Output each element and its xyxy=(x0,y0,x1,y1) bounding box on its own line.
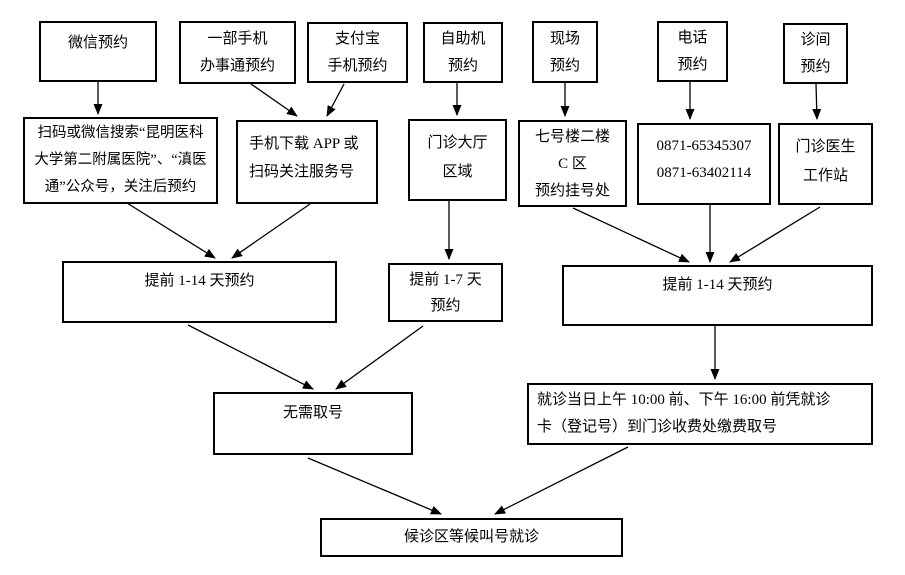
node-label: 预约 xyxy=(549,58,580,74)
node-label: 预约 xyxy=(800,59,831,75)
arrow-paytake-to-waiting xyxy=(494,446,629,515)
node-wechat-public-account: 扫码或微信搜索“昆明医科 大学第二附属医院”、“滇医 通”公众号，关注后预约 xyxy=(23,117,218,204)
node-label: 预约 xyxy=(677,57,708,73)
node-advance-1-14-days-left: 提前 1-14 天预约 xyxy=(62,261,337,323)
node-pay-and-take-number: 就诊当日上午 10:00 前、下午 16:00 前凭就诊 卡（登记号）到门诊收费… xyxy=(527,383,873,445)
arrow-alipay-to-appdownload xyxy=(326,83,345,117)
node-label: 手机预约 xyxy=(327,58,388,74)
node-label: 七号楼二楼 xyxy=(534,129,610,145)
node-kiosk-booking: 自助机 预约 xyxy=(423,22,503,83)
node-registration-desk: 七号楼二楼 C 区 预约挂号处 xyxy=(518,120,627,207)
node-label: 0871-65345307 xyxy=(656,138,752,154)
node-label: 门诊医生 xyxy=(795,139,856,155)
arrow-citizenapp-to-appdownload xyxy=(250,83,298,117)
node-label: 工作站 xyxy=(802,168,848,184)
node-onsite-booking: 现场 预约 xyxy=(532,21,598,83)
node-label: 手机下载 APP 或 xyxy=(249,136,359,152)
arrow-advance14left-to-noticket xyxy=(187,324,314,390)
node-label: C 区 xyxy=(558,156,587,172)
node-phone-numbers: 0871-65345307 0871-63402114 xyxy=(637,123,771,205)
arrow-desk-to-advance14right xyxy=(572,207,690,263)
node-label: 诊间 xyxy=(800,32,831,48)
node-doctor-workstation: 门诊医生 工作站 xyxy=(778,123,873,205)
node-advance-1-7-days: 提前 1-7 天 预约 xyxy=(388,263,503,322)
node-label: 卡（登记号）到门诊收费处缴费取号 xyxy=(537,419,778,435)
node-label: 自助机 xyxy=(440,31,486,47)
node-label: 就诊当日上午 10:00 前、下午 16:00 前凭就诊 xyxy=(537,392,831,408)
node-label: 预约 xyxy=(430,298,461,314)
node-label: 门诊大厅 xyxy=(427,135,488,151)
node-label: 办事通预约 xyxy=(199,58,275,74)
node-label: 现场 xyxy=(549,31,580,47)
node-label: 微信预约 xyxy=(67,35,128,51)
node-label: 预约 xyxy=(447,58,478,74)
node-outpatient-hall-area: 门诊大厅 区域 xyxy=(408,119,507,201)
node-label: 区域 xyxy=(442,164,473,180)
node-waiting-area: 候诊区等候叫号就诊 xyxy=(320,518,623,557)
node-phone-booking: 电话 预约 xyxy=(657,21,728,82)
node-citizen-app-booking: 一部手机 办事通预约 xyxy=(179,21,296,84)
node-label: 扫码关注服务号 xyxy=(249,164,355,180)
node-app-download: 手机下载 APP 或 扫码关注服务号 xyxy=(236,120,378,204)
arrow-public-to-advance14left xyxy=(126,202,216,259)
arrow-station-to-advance14right xyxy=(729,206,821,263)
arrow-noticket-to-waiting xyxy=(307,457,442,515)
node-label: 大学第二附属医院”、“滇医 xyxy=(34,152,207,168)
node-label: 预约挂号处 xyxy=(534,183,610,199)
arrow-advance7-to-noticket xyxy=(335,325,424,390)
node-label: 0871-63402114 xyxy=(656,165,752,181)
node-label: 支付宝 xyxy=(334,31,380,47)
arrow-consultroom-to-station xyxy=(812,83,822,120)
node-consult-room-booking: 诊间 预约 xyxy=(783,23,848,84)
node-label: 提前 1-14 天预约 xyxy=(662,277,773,293)
node-label: 通”公众号，关注后预约 xyxy=(44,179,197,195)
node-label: 扫码或微信搜索“昆明医科 xyxy=(37,125,204,141)
node-label: 候诊区等候叫号就诊 xyxy=(403,529,539,545)
node-label: 提前 1-7 天 xyxy=(409,272,482,288)
node-wechat-booking: 微信预约 xyxy=(39,21,157,82)
node-label: 电话 xyxy=(677,30,708,46)
node-alipay-booking: 支付宝 手机预约 xyxy=(307,22,408,83)
node-no-ticket-needed: 无需取号 xyxy=(213,392,413,455)
node-label: 提前 1-14 天预约 xyxy=(144,273,255,289)
arrow-appdownload-to-advance14left xyxy=(231,203,311,259)
node-label: 无需取号 xyxy=(282,405,343,421)
node-advance-1-14-days-right: 提前 1-14 天预约 xyxy=(562,265,873,326)
node-label: 一部手机 xyxy=(207,31,268,47)
